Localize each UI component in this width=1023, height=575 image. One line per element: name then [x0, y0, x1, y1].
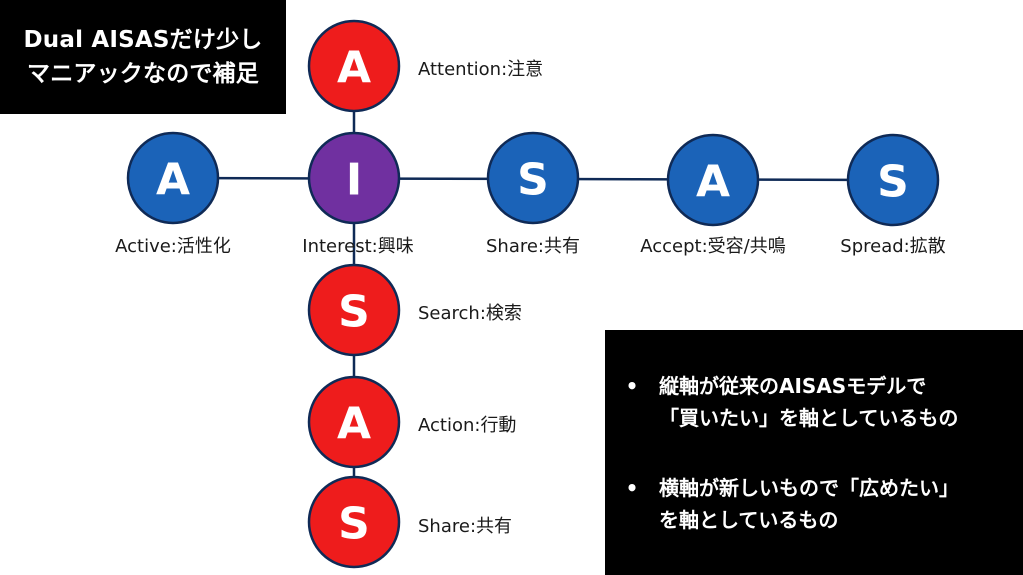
- note-item-2: • 横軸が新しいもので「広めたい」 を軸としているもの: [615, 472, 1013, 538]
- label-accept: Accept:受容/共鳴: [640, 236, 786, 257]
- note-2-bullet: •: [625, 476, 639, 500]
- label-share-horizontal: Share:共有: [485, 236, 581, 257]
- node-spread-letter: S: [877, 157, 909, 208]
- notes-box: • 縦軸が従来のAISASモデルで 「買いたい」を軸としているもの • 横軸が新…: [605, 330, 1023, 575]
- note-2-line-2: を軸としているもの: [659, 508, 839, 532]
- note-item-1: • 縦軸が従来のAISASモデルで 「買いたい」を軸としているもの: [615, 370, 1013, 436]
- node-accept-letter: A: [696, 157, 730, 208]
- node-share-vertical: S: [307, 475, 401, 569]
- label-active: Active:活性化: [115, 236, 231, 257]
- node-interest: I: [307, 131, 401, 225]
- title-box: Dual AISASだけ少し マニアックなので補足: [0, 0, 286, 114]
- title-line-1: Dual AISASだけ少し: [23, 27, 263, 53]
- label-action: Action:行動: [418, 415, 517, 436]
- note-1-line-1: 縦軸が従来のAISASモデルで: [659, 374, 927, 398]
- node-search-letter: S: [338, 287, 370, 338]
- node-search: S: [307, 263, 401, 357]
- note-1-text: 縦軸が従来のAISASモデルで 「買いたい」を軸としているもの: [659, 370, 1013, 434]
- label-share-vertical: Share:共有: [418, 516, 513, 537]
- label-search: Search:検索: [418, 303, 522, 324]
- node-attention-letter: A: [337, 43, 371, 94]
- label-interest: Interest:興味: [302, 236, 414, 257]
- node-active: A: [126, 131, 220, 225]
- note-2-text: 横軸が新しいもので「広めたい」 を軸としているもの: [659, 472, 1013, 536]
- label-attention: Attention:注意: [418, 59, 544, 80]
- node-accept: A: [666, 133, 760, 227]
- node-interest-letter: I: [346, 155, 362, 206]
- title-line-2: マニアックなので補足: [27, 61, 259, 87]
- node-action-letter: A: [337, 399, 371, 450]
- node-spread: S: [846, 133, 940, 227]
- label-spread: Spread:拡散: [840, 236, 946, 257]
- node-share-horizontal: S: [486, 131, 580, 225]
- node-share-vertical-letter: S: [338, 499, 370, 550]
- node-active-letter: A: [156, 155, 190, 206]
- note-1-bullet: •: [625, 374, 639, 398]
- node-action: A: [307, 375, 401, 469]
- node-attention: A: [307, 19, 401, 113]
- node-share-horizontal-letter: S: [517, 155, 549, 206]
- note-1-line-2: 「買いたい」を軸としているもの: [659, 406, 959, 430]
- note-2-line-1: 横軸が新しいもので「広めたい」: [659, 476, 959, 500]
